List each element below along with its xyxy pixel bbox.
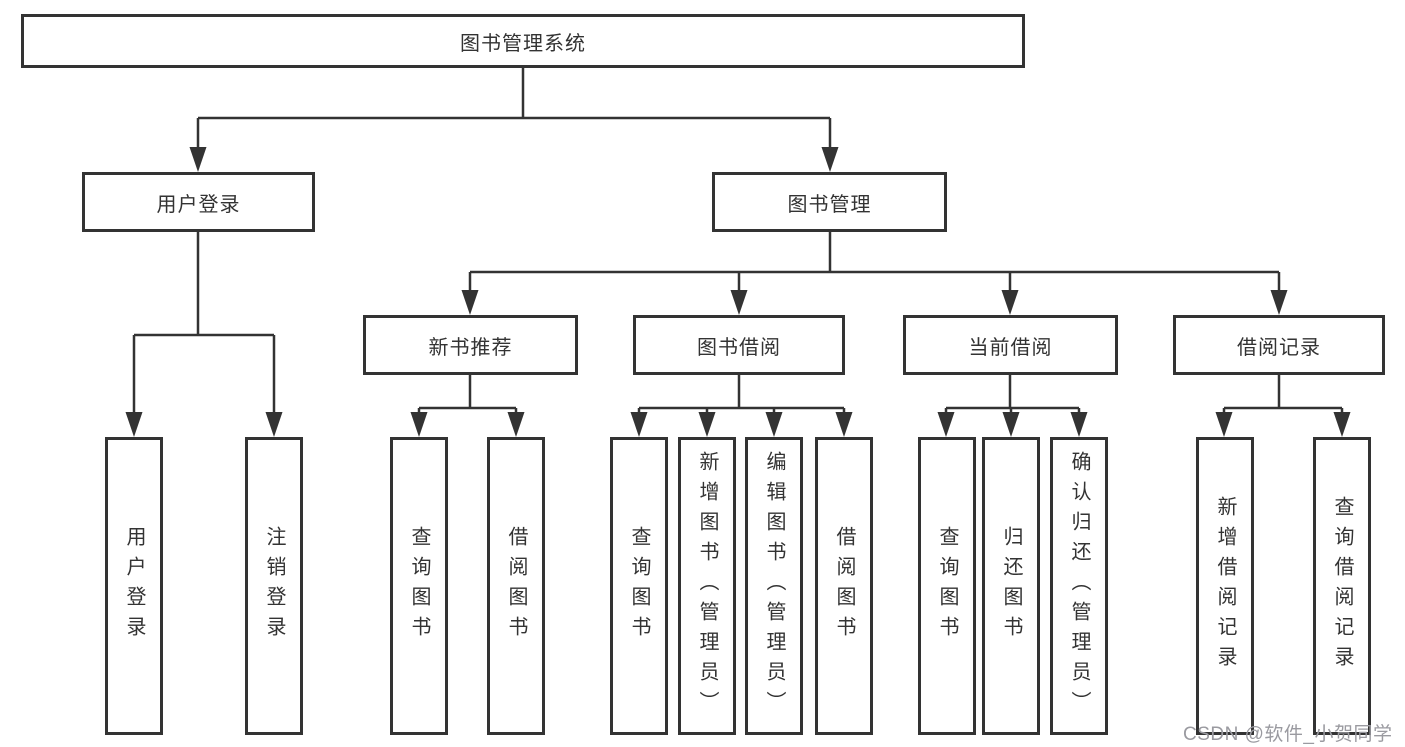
leaf-logout: 注销登录 [245,437,303,735]
leaf-newbook-query-label: 查询图书 [408,526,430,646]
node-current-borrow-label: 当前借阅 [968,336,1053,359]
leaf-borrow-book: 借阅图书 [815,437,873,735]
leaf-add-borrow-record-label: 新增借阅记录 [1214,496,1236,676]
node-root: 图书管理系统 [21,14,1025,68]
node-book-management-label: 图书管理 [787,193,872,216]
leaf-logout-label: 注销登录 [263,526,285,646]
arrowhead-icons [125,147,1351,437]
leaf-user-login: 用户登录 [105,437,163,735]
leaf-newbook-borrow: 借阅图书 [487,437,545,735]
node-new-book-recommend-label: 新书推荐 [428,336,513,359]
leaf-return-book-label: 归还图书 [1000,526,1022,646]
node-book-borrow: 图书借阅 [633,315,845,375]
node-root-label: 图书管理系统 [460,32,586,55]
leaf-borrow-add-book: 新增图书（管理员） [678,437,736,735]
leaf-borrow-edit-book-label: 编辑图书（管理员） [763,451,785,721]
leaf-newbook-query: 查询图书 [390,437,448,735]
node-user-login-label: 用户登录 [156,193,241,216]
leaf-return-book: 归还图书 [982,437,1040,735]
node-current-borrow: 当前借阅 [903,315,1118,375]
node-book-borrow-label: 图书借阅 [697,336,781,359]
leaf-borrow-book-label: 借阅图书 [833,526,855,646]
leaf-borrow-edit-book: 编辑图书（管理员） [745,437,803,735]
node-user-login: 用户登录 [82,172,315,232]
leaf-current-query-label: 查询图书 [936,526,958,646]
leaf-borrow-query: 查询图书 [610,437,668,735]
csdn-watermark: CSDN @软件_小贺同学 [1183,724,1393,745]
leaf-query-borrow-record-label: 查询借阅记录 [1331,496,1353,676]
leaf-user-login-label: 用户登录 [123,526,145,646]
leaf-query-borrow-record: 查询借阅记录 [1313,437,1371,735]
leaf-borrow-query-label: 查询图书 [628,526,650,646]
node-book-management: 图书管理 [712,172,947,232]
node-borrow-record-label: 借阅记录 [1237,336,1321,359]
node-new-book-recommend: 新书推荐 [363,315,578,375]
leaf-newbook-borrow-label: 借阅图书 [505,526,527,646]
connector-lines [132,68,1344,417]
leaf-borrow-add-book-label: 新增图书（管理员） [696,451,718,721]
leaf-add-borrow-record: 新增借阅记录 [1196,437,1254,735]
leaf-confirm-return: 确认归还（管理员） [1050,437,1108,735]
node-borrow-record: 借阅记录 [1173,315,1385,375]
leaf-current-query: 查询图书 [918,437,976,735]
leaf-confirm-return-label: 确认归还（管理员） [1068,451,1090,721]
